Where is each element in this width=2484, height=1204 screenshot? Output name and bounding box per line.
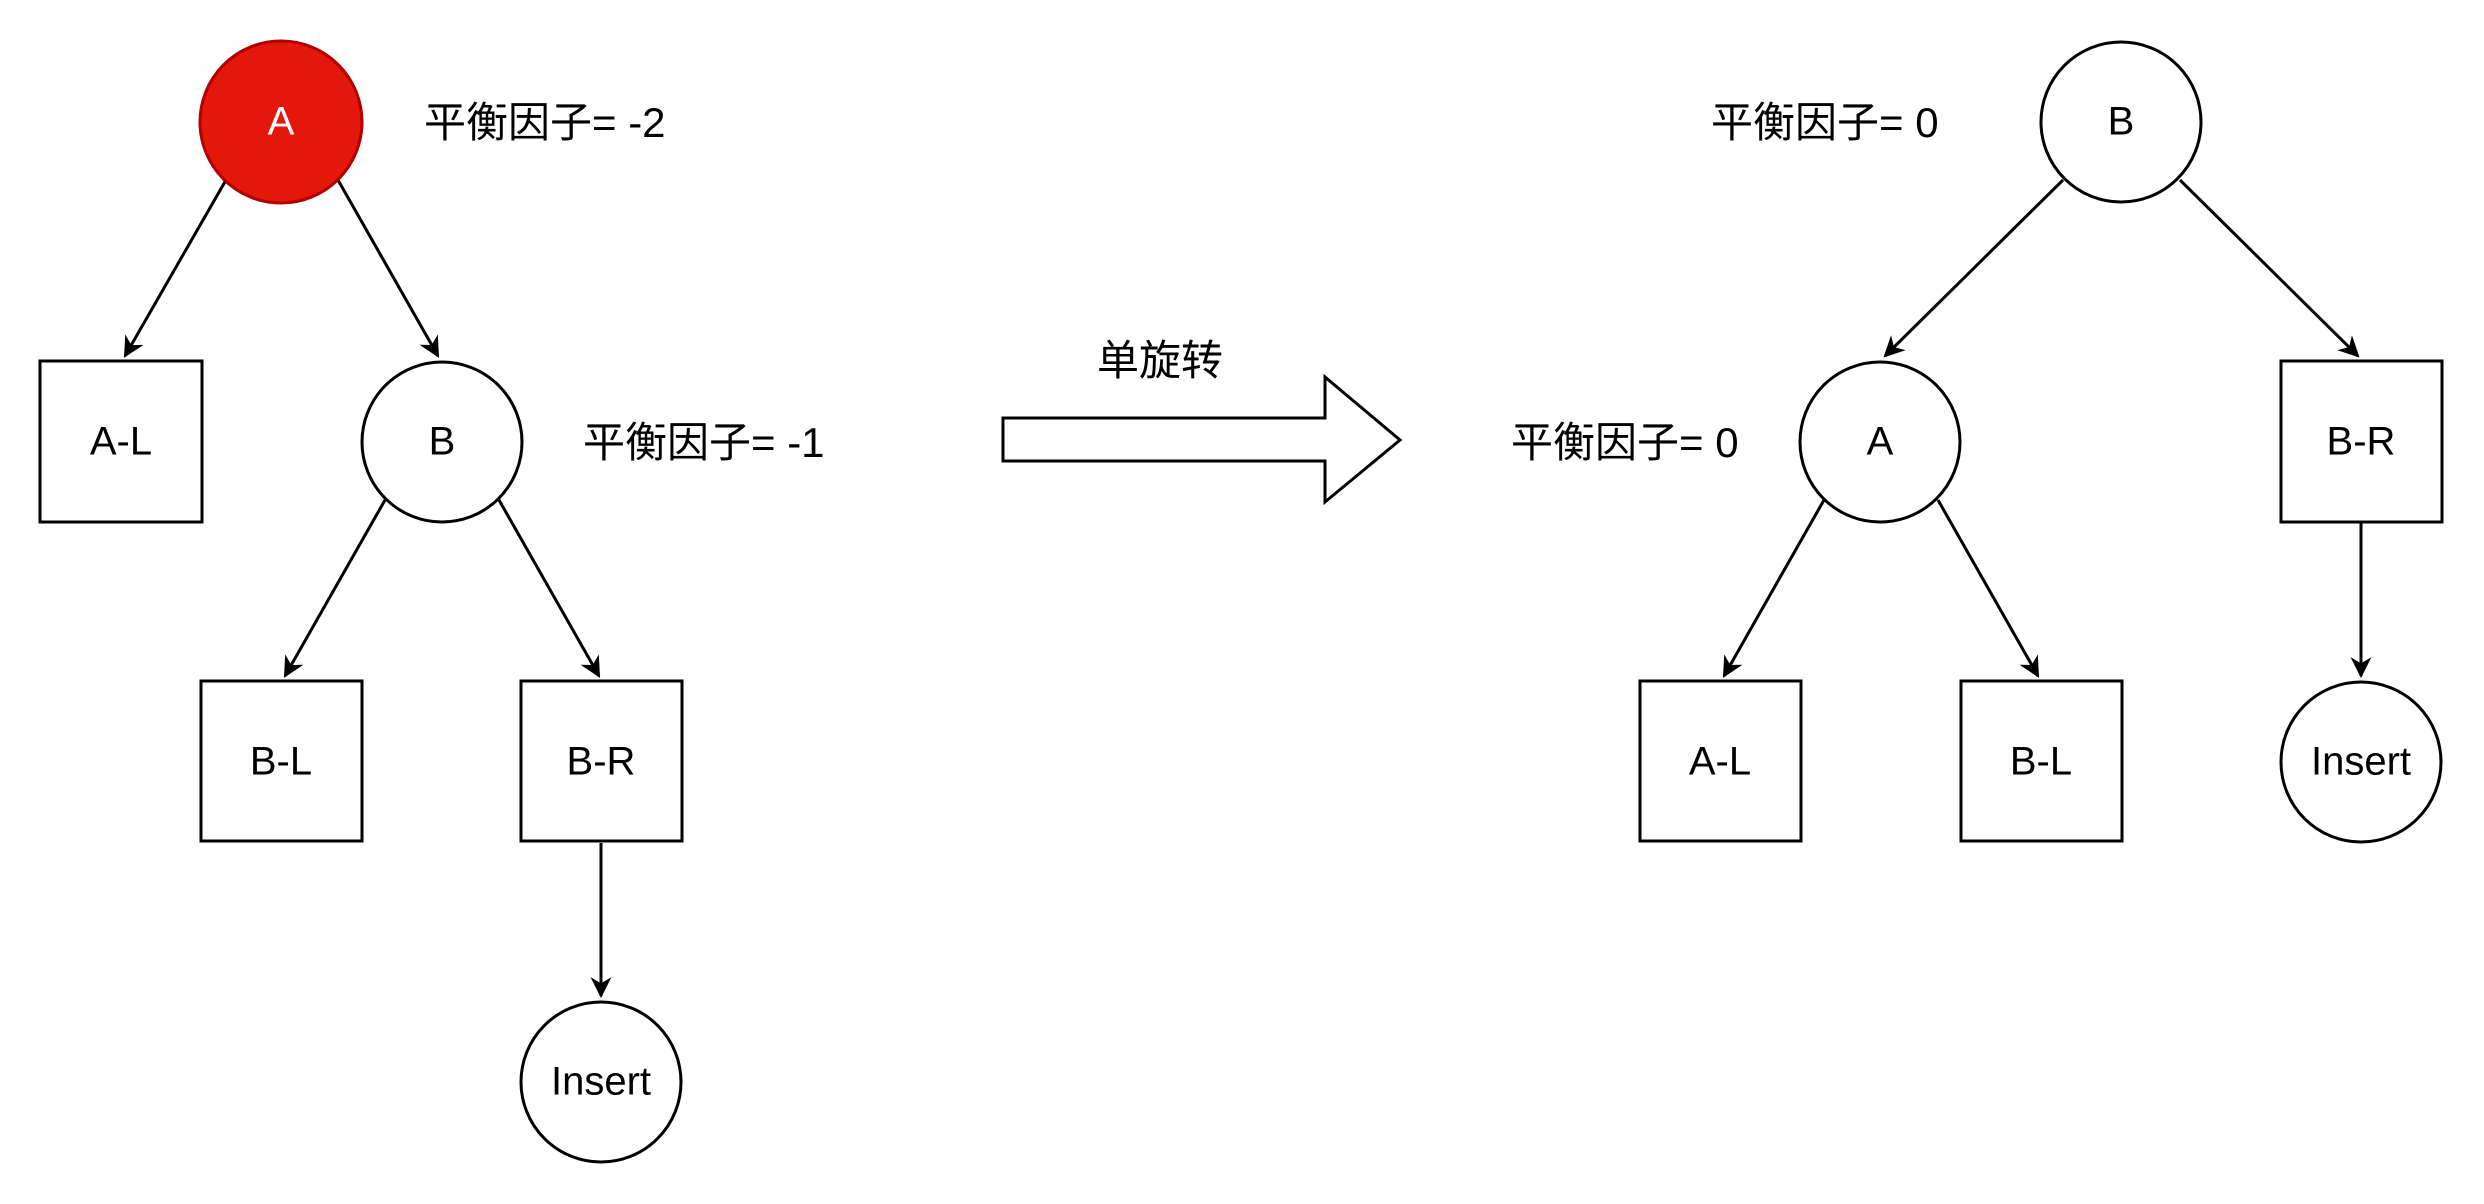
after-tree: B 平衡因子= 0 A 平衡因子= 0 B-R A-L B-L Insert xyxy=(1511,40,2444,844)
after-node-bl-box xyxy=(1959,679,2124,843)
edge-a-to-al xyxy=(1722,499,1826,678)
rotation-transform: 单旋转 xyxy=(1001,337,1403,506)
after-node-a-circle xyxy=(1798,360,1962,524)
before-node-bl-box xyxy=(199,679,364,843)
edge-a-to-b xyxy=(336,179,440,358)
before-node-insert-label: Insert xyxy=(551,1060,651,1104)
before-node-b-circle xyxy=(360,360,524,524)
rotation-arrow xyxy=(1001,373,1403,506)
before-node-br-label: B-R xyxy=(567,740,636,784)
edge-b-to-br xyxy=(497,499,601,678)
before-node-al-label: A-L xyxy=(90,420,152,464)
edge-a-to-bl xyxy=(1936,499,2040,678)
rotation-label: 单旋转 xyxy=(1097,337,1223,384)
after-node-a: A xyxy=(1798,360,1962,524)
before-node-al: A-L xyxy=(38,359,204,524)
before-node-bl: B-L xyxy=(199,679,364,843)
before-node-a-balance: 平衡因子= -2 xyxy=(424,99,666,146)
after-node-b-label: B xyxy=(2108,100,2135,144)
after-node-b-circle xyxy=(2039,40,2203,204)
after-node-a-balance: 平衡因子= 0 xyxy=(1511,419,1739,466)
before-node-insert: Insert xyxy=(519,1000,683,1164)
before-node-br: B-R xyxy=(519,679,684,843)
edge-b-to-bl xyxy=(283,499,387,678)
after-node-insert-circle xyxy=(2279,680,2443,844)
before-node-al-box xyxy=(38,359,204,524)
after-node-br-label: B-R xyxy=(2327,420,2396,464)
after-node-a-label: A xyxy=(1867,420,1894,464)
after-node-b-balance: 平衡因子= 0 xyxy=(1711,99,1939,146)
after-node-insert: Insert xyxy=(2279,680,2443,844)
edge-a-to-al xyxy=(123,179,228,358)
edge-b-to-br xyxy=(2178,178,2360,358)
before-node-br-box xyxy=(519,679,684,843)
before-node-b-label: B xyxy=(429,420,456,464)
after-node-insert-label: Insert xyxy=(2311,740,2411,784)
after-node-br: B-R xyxy=(2279,359,2444,524)
before-node-bl-label: B-L xyxy=(250,740,312,784)
before-node-b: B xyxy=(360,360,524,524)
before-tree: A 平衡因子= -2 A-L B 平衡因子= -1 B-L B-R Insert xyxy=(38,39,825,1164)
after-node-al-label: A-L xyxy=(1689,740,1751,784)
before-node-b-balance: 平衡因子= -1 xyxy=(583,419,825,466)
after-node-bl-label: B-L xyxy=(2010,740,2072,784)
after-node-br-box xyxy=(2279,359,2444,524)
after-node-al: A-L xyxy=(1638,679,1803,843)
before-node-a-circle xyxy=(198,39,364,205)
after-node-al-box xyxy=(1638,679,1803,843)
after-node-bl: B-L xyxy=(1959,679,2124,843)
before-node-insert-circle xyxy=(519,1000,683,1164)
after-node-b: B xyxy=(2039,40,2203,204)
before-node-a: A xyxy=(198,39,364,205)
before-node-a-label: A xyxy=(268,100,295,144)
edge-b-to-a xyxy=(1883,178,2065,358)
